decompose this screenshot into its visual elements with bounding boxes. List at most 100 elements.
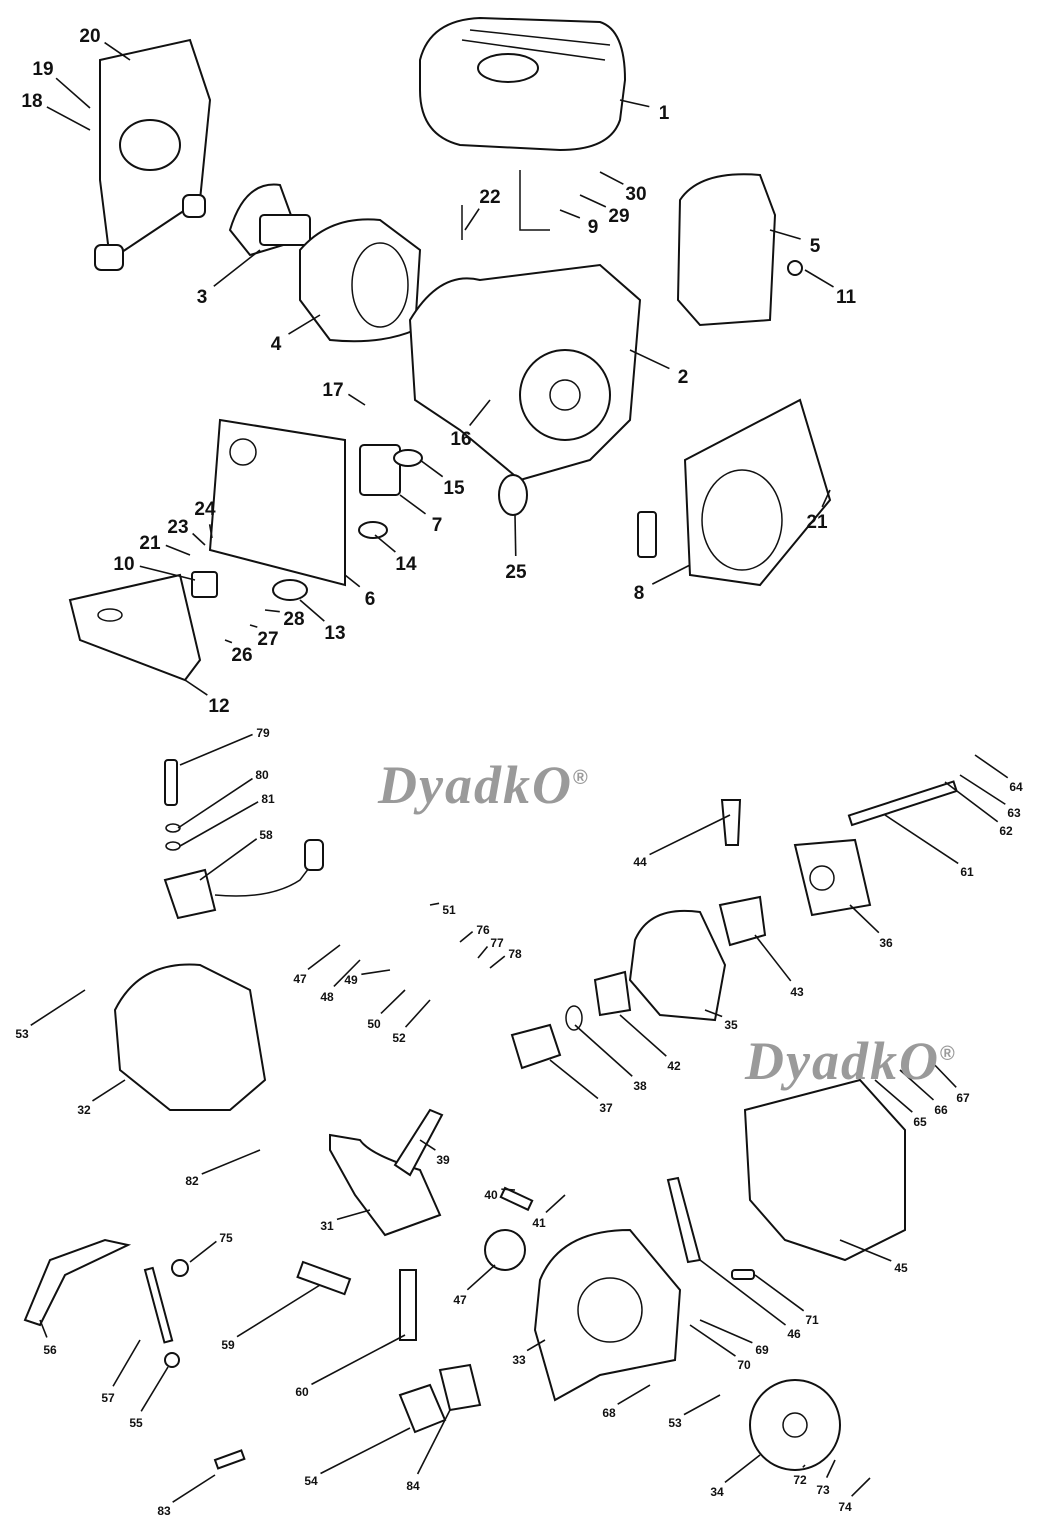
part-number-label: 78 bbox=[508, 947, 522, 961]
part-number-label: 61 bbox=[960, 865, 974, 879]
leader-line bbox=[825, 1459, 836, 1478]
carburetor bbox=[359, 444, 401, 496]
gasket-84 bbox=[438, 1363, 482, 1412]
part-number-label: 19 bbox=[32, 59, 53, 80]
part-number-label: 63 bbox=[1007, 806, 1021, 820]
fuel-cap bbox=[477, 53, 539, 83]
fan-shroud bbox=[743, 1078, 906, 1262]
leader-line bbox=[179, 801, 259, 847]
part-number-label: 47 bbox=[453, 1293, 467, 1307]
part-number-label: 31 bbox=[320, 1219, 334, 1233]
part-number-label: 83 bbox=[157, 1504, 171, 1518]
part-number-label: 84 bbox=[406, 1479, 420, 1493]
part-number-label: 64 bbox=[1009, 780, 1023, 794]
leader-line bbox=[804, 269, 834, 288]
lever-56 bbox=[23, 1238, 132, 1327]
starter-handle bbox=[637, 511, 657, 558]
leader-line bbox=[399, 494, 427, 515]
part-number-label: 81 bbox=[261, 792, 275, 806]
part-number-label: 34 bbox=[710, 1485, 724, 1499]
part-number-label: 35 bbox=[724, 1018, 738, 1032]
watermark-1: DyadkO® bbox=[378, 755, 590, 815]
part-number-label: 46 bbox=[787, 1327, 801, 1341]
leader-line bbox=[264, 609, 280, 613]
bracket-54 bbox=[398, 1383, 447, 1434]
leader-line bbox=[336, 1209, 371, 1221]
leader-line bbox=[802, 1464, 806, 1468]
leader-line bbox=[549, 1059, 599, 1100]
part-number-label: 80 bbox=[255, 768, 269, 782]
part-number-label: 28 bbox=[283, 609, 304, 630]
part-number-label: 7 bbox=[432, 515, 443, 536]
plate-59 bbox=[296, 1260, 352, 1296]
part-number-label: 55 bbox=[129, 1416, 143, 1430]
leader-line bbox=[404, 999, 431, 1028]
leader-line bbox=[651, 564, 691, 585]
leader-line bbox=[307, 944, 341, 971]
leader-line bbox=[311, 1334, 406, 1386]
leader-line bbox=[477, 946, 489, 959]
leader-line bbox=[464, 208, 480, 231]
part-number-label: 9 bbox=[588, 217, 599, 238]
part-number-label: 39 bbox=[436, 1153, 450, 1167]
leader-line bbox=[201, 1149, 261, 1175]
leader-line bbox=[579, 194, 607, 208]
leader-lines bbox=[30, 41, 1009, 1503]
stator bbox=[299, 218, 422, 343]
leader-line bbox=[299, 599, 325, 622]
part-number-label: 25 bbox=[505, 562, 527, 583]
part-number-label: 10 bbox=[113, 554, 134, 575]
leader-line bbox=[839, 1239, 892, 1262]
crankshaft bbox=[329, 1133, 442, 1237]
part-number-label: 58 bbox=[259, 828, 273, 842]
leader-line bbox=[55, 77, 91, 109]
leader-line bbox=[884, 814, 959, 865]
control-panel bbox=[208, 418, 346, 587]
part-number-label: 8 bbox=[634, 583, 645, 604]
piston-pin bbox=[499, 1186, 534, 1212]
leader-line bbox=[501, 1188, 516, 1191]
part-number-label: 11 bbox=[836, 287, 857, 308]
part-number-label: 70 bbox=[737, 1358, 751, 1372]
part-number-label: 4 bbox=[271, 334, 282, 355]
leader-line bbox=[189, 1240, 217, 1263]
gasket-15 bbox=[393, 449, 423, 467]
part-number-label: 57 bbox=[101, 1391, 115, 1405]
part-number-label: 52 bbox=[392, 1031, 406, 1045]
leader-line bbox=[849, 904, 880, 934]
part-number-label: 22 bbox=[479, 187, 500, 208]
part-number-label: 54 bbox=[304, 1474, 318, 1488]
part-number-label: 65 bbox=[913, 1115, 927, 1129]
part-number-label: 26 bbox=[231, 645, 252, 666]
bolt-61 bbox=[847, 780, 958, 827]
leader-line bbox=[192, 532, 206, 546]
leader-line bbox=[574, 1024, 633, 1077]
part-number-label: 62 bbox=[999, 824, 1013, 838]
part-number-label: 13 bbox=[324, 623, 345, 644]
front-cover bbox=[68, 573, 202, 682]
gasket-11 bbox=[787, 260, 803, 276]
leader-line bbox=[754, 1274, 805, 1312]
leader-line bbox=[333, 959, 361, 987]
recoil-starter bbox=[683, 398, 832, 587]
part-number-label: 43 bbox=[790, 985, 804, 999]
part-number-label: 66 bbox=[934, 1103, 948, 1117]
part-number-label: 12 bbox=[208, 696, 229, 717]
leader-line bbox=[514, 514, 517, 557]
gasket-13 bbox=[272, 579, 308, 601]
leader-line bbox=[821, 489, 831, 508]
leader-line bbox=[469, 399, 491, 427]
part-number-label: 59 bbox=[221, 1338, 235, 1352]
fuel-line bbox=[519, 170, 550, 231]
part-number-label: 50 bbox=[367, 1017, 381, 1031]
leader-line bbox=[184, 679, 208, 696]
part-number-label: 69 bbox=[755, 1343, 769, 1357]
leader-line bbox=[699, 1319, 753, 1344]
leader-line bbox=[619, 1014, 667, 1057]
crankcase-33 bbox=[533, 1228, 682, 1402]
part-number-label: 40 bbox=[484, 1188, 498, 1202]
part-number-label: 71 bbox=[805, 1313, 819, 1327]
part-number-label: 47 bbox=[293, 972, 307, 986]
part-number-label: 76 bbox=[476, 923, 490, 937]
